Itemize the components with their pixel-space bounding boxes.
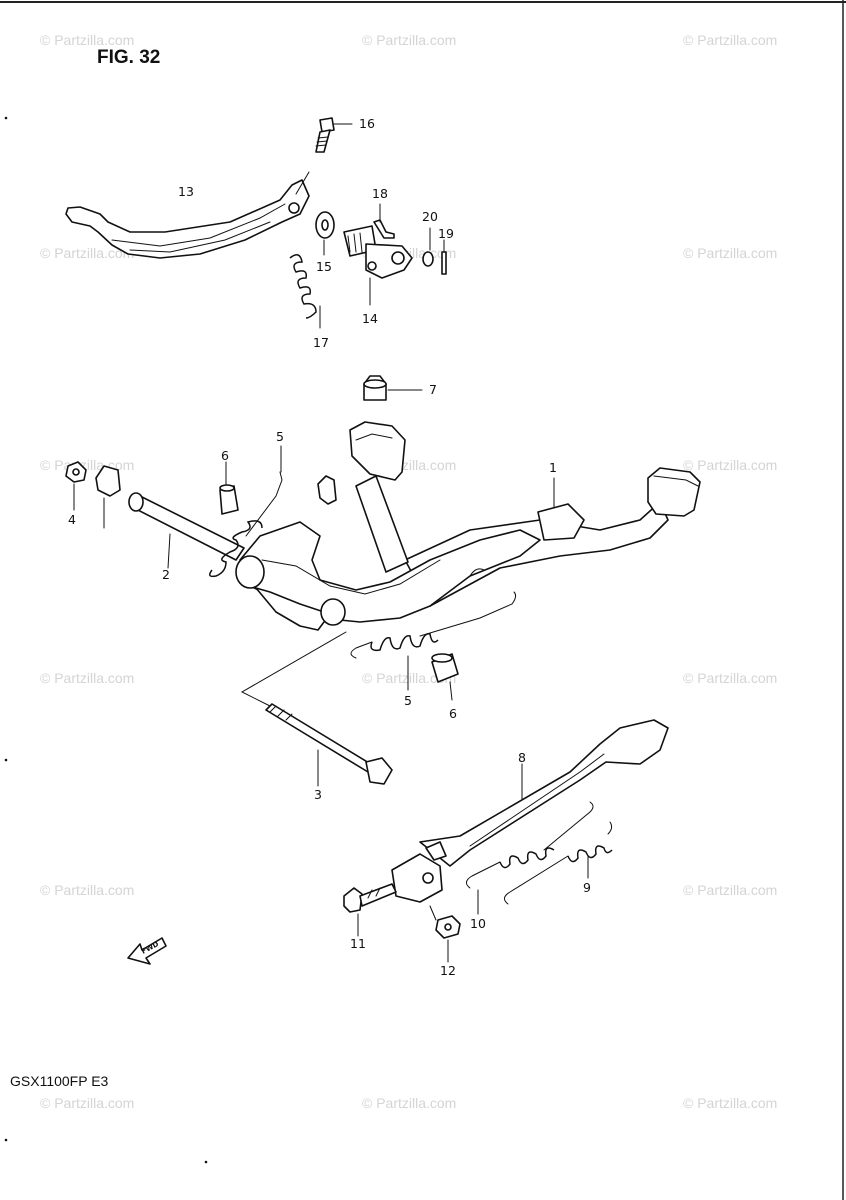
callout-19: 19: [438, 226, 454, 241]
forward-direction-arrow: FWD: [127, 937, 167, 965]
part-17-spring: [289, 254, 321, 329]
callout-3: 3: [314, 787, 322, 802]
part-16-bolt: [315, 117, 353, 153]
callout-10: 10: [470, 916, 486, 931]
callout-18: 18: [372, 186, 388, 201]
callout-16: 16: [359, 116, 375, 131]
callout-2: 2: [162, 567, 170, 582]
watermark: © Partzilla.com: [683, 245, 777, 261]
model-code: GSX1100FP E3: [10, 1073, 109, 1089]
part-10-spring: [466, 801, 594, 915]
watermark: © Partzilla.com: [40, 245, 134, 261]
part-1-center-stand: [235, 421, 701, 631]
part-18-pin: [373, 203, 395, 239]
part-8-side-stand: [391, 719, 669, 903]
watermark: © Partzilla.com: [40, 882, 134, 898]
watermark: © Partzilla.com: [40, 670, 134, 686]
part-19-cotter-pin: [441, 239, 447, 275]
figure-title: FIG. 32: [97, 47, 160, 68]
callout-6-upper: 6: [221, 448, 229, 463]
callout-9: 9: [583, 880, 591, 895]
callout-11: 11: [350, 936, 366, 951]
part-7-stopper: [363, 375, 423, 401]
callout-1: 1: [549, 460, 557, 475]
watermark: © Partzilla.com: [683, 882, 777, 898]
part-4-nut: [65, 461, 87, 511]
callout-14: 14: [362, 311, 378, 326]
callout-13: 13: [178, 184, 194, 199]
watermark: © Partzilla.com: [683, 1095, 777, 1111]
part-6-collar-upper: [219, 461, 239, 515]
part-14-lever-shaft: [343, 225, 413, 306]
part-12-nut: [429, 905, 461, 963]
watermark: © Partzilla.com: [40, 457, 134, 473]
part-3-long-bolt: [265, 703, 393, 787]
part-9-spring: [504, 821, 613, 905]
watermark: © Partzilla.com: [683, 32, 777, 48]
callout-5-upper: 5: [276, 429, 284, 444]
callout-6-lower: 6: [449, 706, 457, 721]
callout-labels: 1 2 3 4 5 5 6 6 7 8 9 10 11 12 13 14 15 …: [68, 116, 591, 978]
part-20-washer: [422, 227, 434, 267]
scan-specks: [4, 116, 208, 1164]
part-5-spring-upper: [209, 445, 283, 578]
callout-15: 15: [316, 259, 332, 274]
part-6-collar-lower: [431, 653, 459, 701]
watermark: © Partzilla.com: [362, 32, 456, 48]
part-5-spring-lower: [350, 591, 517, 691]
part-4-washer: [95, 465, 121, 529]
watermark: © Partzilla.com: [362, 670, 456, 686]
part-15-washer: [315, 211, 335, 256]
watermarks: © Partzilla.com © Partzilla.com © Partzi…: [40, 32, 777, 1111]
callout-12: 12: [440, 963, 456, 978]
watermark: © Partzilla.com: [683, 670, 777, 686]
callout-5-lower: 5: [404, 693, 412, 708]
callout-7: 7: [429, 382, 437, 397]
part-11-pivot-bolt: [343, 883, 397, 937]
part-13-brake-pedal: [65, 171, 310, 259]
callout-20: 20: [422, 209, 438, 224]
callout-17: 17: [313, 335, 329, 350]
callout-8: 8: [518, 750, 526, 765]
assembly-guide-line: [240, 631, 347, 707]
watermark: © Partzilla.com: [40, 1095, 134, 1111]
watermark: © Partzilla.com: [362, 1095, 456, 1111]
watermark: © Partzilla.com: [683, 457, 777, 473]
callout-4: 4: [68, 512, 76, 527]
watermark: © Partzilla.com: [40, 32, 134, 48]
part-2-shaft: [128, 492, 245, 569]
